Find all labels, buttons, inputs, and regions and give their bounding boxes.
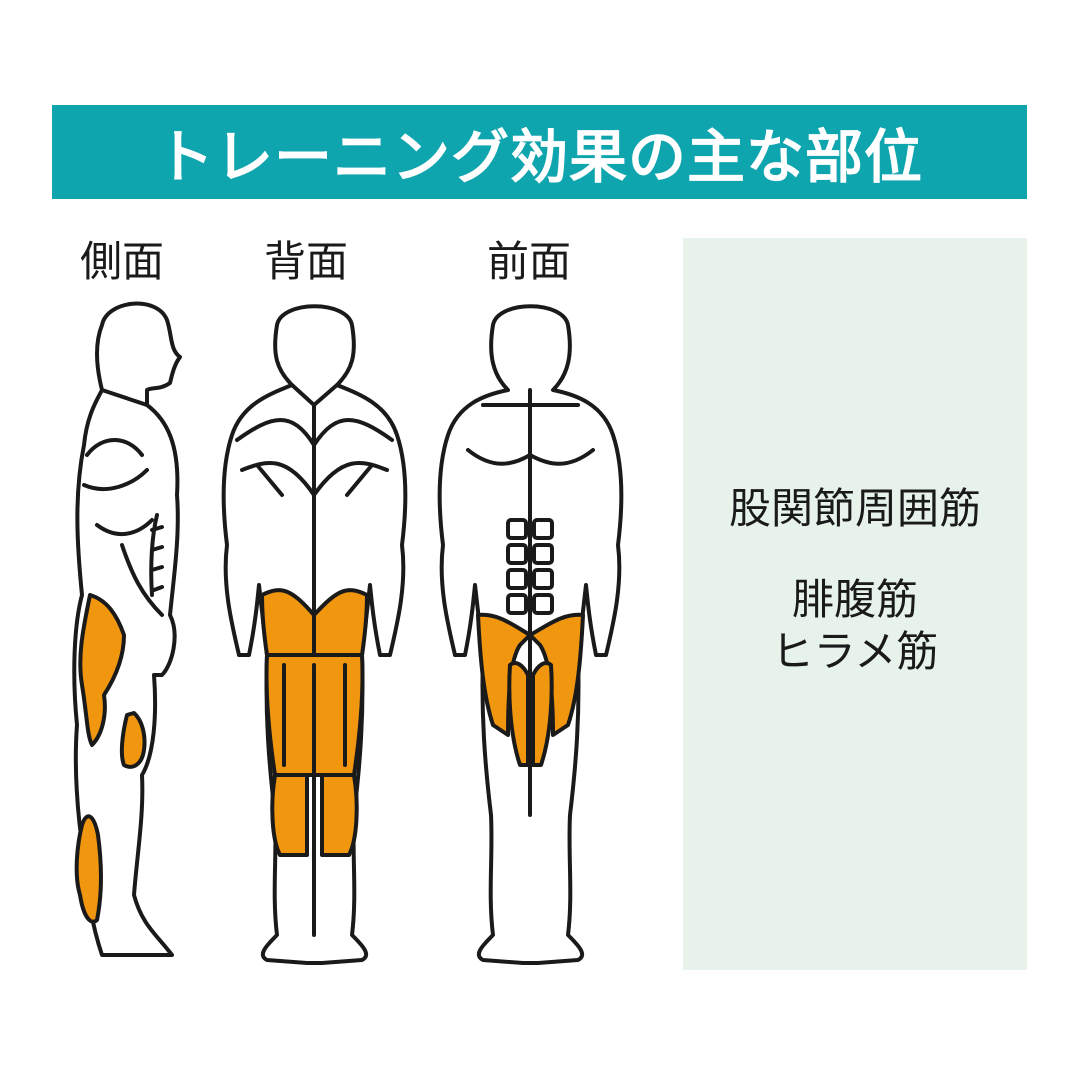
- front-view-figure: [437, 304, 624, 965]
- back-view-figure: [221, 304, 408, 965]
- muscle-hip: 股関節周囲筋: [728, 484, 981, 533]
- muscle-list-panel: 股関節周囲筋 腓腹筋 ヒラメ筋: [683, 238, 1027, 970]
- muscle-gastrocnemius: 腓腹筋: [791, 574, 918, 624]
- label-side-view: 側面: [80, 237, 165, 286]
- muscle-soleus: ヒラメ筋: [771, 627, 939, 676]
- title-banner: トレーニング効果の主な部位: [52, 105, 1027, 199]
- page-title: トレーニング効果の主な部位: [155, 123, 923, 191]
- side-view-figure: [72, 301, 182, 957]
- label-front-view: 前面: [487, 237, 572, 286]
- label-back-view: 背面: [264, 237, 349, 286]
